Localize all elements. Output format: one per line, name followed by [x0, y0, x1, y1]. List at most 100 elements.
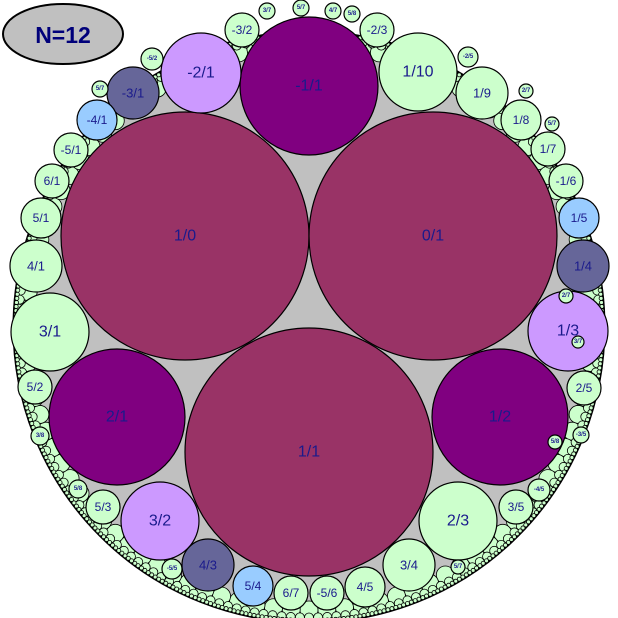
circle-label: 1/10	[402, 64, 433, 81]
small-rim-circle	[408, 599, 414, 605]
circle-shape	[344, 566, 386, 608]
small-rim-circle	[239, 610, 245, 616]
small-rim-circle	[16, 369, 22, 375]
small-rim-circle	[69, 497, 74, 502]
small-rim-circle	[435, 588, 441, 594]
circle-label: 4/1	[27, 259, 45, 274]
circle-shape	[547, 434, 563, 450]
circle-label: 3/2	[149, 513, 171, 530]
circle-shape	[527, 478, 551, 502]
small-rim-circle	[113, 545, 119, 551]
small-rim-circle	[227, 607, 233, 613]
small-rim-circle	[463, 572, 469, 578]
small-rim-circle	[156, 576, 162, 582]
circle-label: 2/7	[562, 293, 571, 299]
small-rim-circle	[381, 608, 387, 614]
fraction-circle: 1/1	[184, 327, 434, 577]
small-rim-circle	[502, 542, 508, 548]
small-rim-circle	[208, 601, 213, 606]
circle-shape	[239, 16, 379, 156]
fraction-circle: -3/1	[106, 66, 160, 120]
circle-shape	[324, 2, 342, 20]
small-rim-circle	[557, 476, 563, 482]
small-rim-circle	[597, 361, 603, 367]
circle-shape	[518, 83, 534, 99]
fraction-circle: 5/8	[68, 479, 88, 499]
small-rim-circle	[442, 584, 448, 590]
small-rim-circle	[499, 545, 505, 551]
circle-shape	[572, 426, 590, 444]
small-rim-circle	[598, 291, 604, 297]
circle-shape	[343, 5, 361, 23]
small-rim-circle	[107, 539, 112, 545]
small-rim-circle	[480, 560, 486, 566]
small-rim-circle	[438, 586, 444, 592]
small-rim-circle	[597, 365, 603, 371]
circle-label: 5/3	[95, 500, 112, 514]
small-rim-circle	[401, 602, 406, 608]
small-rim-circle	[322, 612, 333, 618]
fraction-circle: -3/5	[572, 426, 590, 444]
small-rim-circle	[251, 612, 257, 618]
small-rim-circle	[116, 548, 122, 553]
small-rim-circle	[514, 531, 520, 537]
small-rim-circle	[14, 295, 20, 301]
circle-label: 5/7	[548, 121, 557, 127]
small-rim-circle	[528, 516, 534, 522]
small-rim-circle	[92, 525, 98, 531]
circle-shape	[450, 559, 466, 575]
small-rim-circle	[219, 604, 225, 610]
circle-label: 5/7	[454, 564, 463, 570]
small-rim-circle	[536, 506, 542, 512]
circle-shape	[359, 12, 395, 48]
fraction-circle: 5/2	[17, 369, 53, 405]
circle-shape	[161, 558, 183, 580]
circle-label: -1/1	[295, 78, 323, 95]
circle-label: -3/2	[232, 23, 253, 37]
circle-label: 5/8	[348, 11, 357, 17]
small-rim-circle	[243, 611, 249, 617]
small-rim-circle	[26, 413, 32, 419]
small-rim-circle	[15, 365, 21, 371]
circle-shape	[556, 239, 610, 293]
small-rim-circle	[559, 473, 565, 478]
small-rim-circle	[583, 421, 589, 426]
circle-label: 6/7	[283, 586, 300, 600]
small-rim-circle	[598, 295, 604, 301]
small-rim-circle	[125, 555, 131, 561]
circle-label: 5/7	[297, 5, 306, 11]
circle-label: -2/3	[367, 23, 388, 37]
small-rim-circle	[200, 598, 206, 604]
small-rim-circle	[569, 455, 575, 460]
small-rim-circle	[28, 417, 33, 423]
fraction-circle: -3/2	[224, 12, 260, 48]
small-rim-circle	[555, 480, 561, 485]
small-rim-circle	[369, 611, 375, 617]
fraction-circle: 4/7	[324, 2, 342, 20]
small-rim-circle	[531, 513, 537, 519]
small-rim-circle	[596, 369, 602, 375]
small-rim-circle	[373, 610, 379, 616]
fraction-circle: 2/5	[566, 370, 602, 406]
fraction-circle: 4/3	[181, 538, 235, 592]
small-rim-circle	[416, 596, 422, 602]
circle-label: 1/4	[574, 259, 592, 274]
circle-label: 6/1	[44, 174, 61, 188]
small-rim-circle	[385, 607, 391, 613]
circle-label: -3/1	[122, 86, 144, 101]
fraction-circle: 1/0	[60, 111, 310, 361]
circle-shape	[9, 239, 63, 293]
circle-shape	[181, 538, 235, 592]
fraction-circle: 3/8	[30, 426, 50, 446]
small-rim-circle	[84, 516, 90, 522]
small-rim-circle	[14, 291, 20, 297]
circle-shape	[292, 0, 310, 17]
fraction-circle: -2/5	[457, 46, 479, 68]
circle-shape	[53, 132, 89, 168]
small-rim-circle	[587, 409, 593, 415]
circle-shape	[382, 538, 436, 592]
circle-shape	[20, 197, 62, 239]
fraction-circle: 2/1	[48, 348, 186, 486]
fraction-circle: -1/6	[548, 163, 584, 199]
